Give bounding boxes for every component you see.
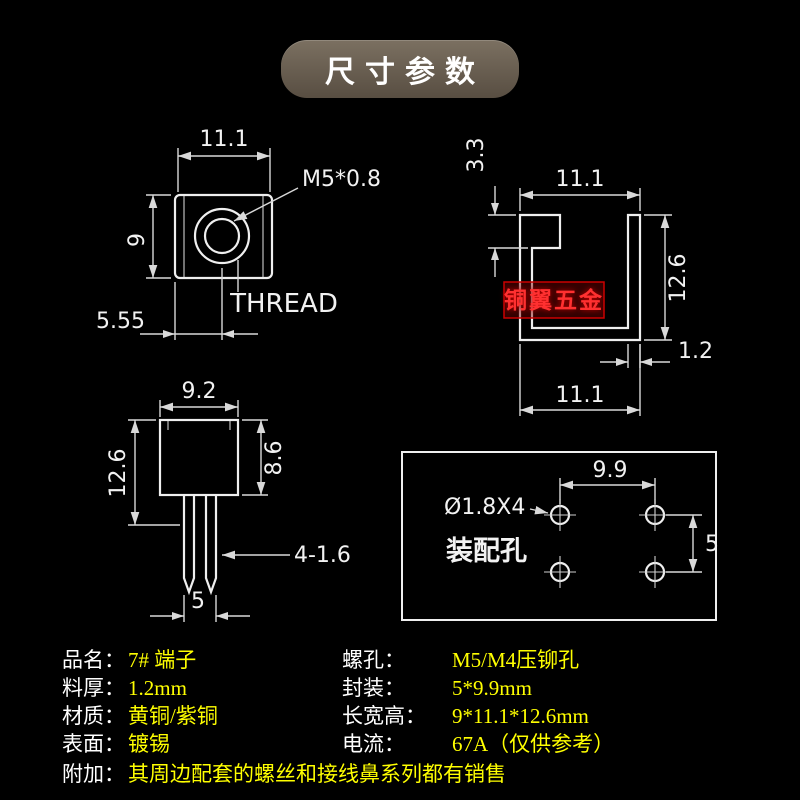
spec-label: 长宽高： bbox=[342, 704, 426, 728]
spec-row-surface: 表面： 镀锡 bbox=[62, 730, 342, 758]
dim-label: 12.6 bbox=[666, 254, 691, 303]
side-view-drawing: 3.3 11.1 12.6 1.2 11.1 bbox=[464, 138, 713, 416]
dim-label: 5.55 bbox=[96, 309, 145, 334]
dim-label: 12.6 bbox=[106, 449, 131, 498]
front-view-drawing: 9.2 12.6 8.6 4-1.6 5 bbox=[106, 379, 351, 622]
side-view-part bbox=[518, 213, 642, 342]
size-params-badge: 尺寸参数 bbox=[281, 40, 519, 98]
spec-label: 附加： bbox=[62, 762, 125, 786]
dim-label: 1.2 bbox=[678, 339, 713, 364]
watermark-text: 铜翼五金 bbox=[504, 287, 604, 313]
spec-label: 表面： bbox=[62, 732, 125, 756]
spec-column-right: 螺孔： M5/M4压铆孔 封装： 5*9.9mm 长宽高： 9*11.1*12.… bbox=[342, 646, 768, 758]
mount-hole bbox=[639, 499, 671, 531]
spec-value: 7# 端子 bbox=[128, 648, 197, 672]
spec-value: 其周边配套的螺丝和接线鼻系列都有销售 bbox=[128, 762, 506, 786]
panel-border bbox=[401, 451, 717, 621]
top-view-drawing: 11.1 9 5.55 M5*0.8 THREAD bbox=[96, 127, 381, 340]
dim-label: 3.3 bbox=[464, 138, 489, 173]
spec-label: 电流： bbox=[342, 732, 405, 756]
spec-row-dimensions: 长宽高： 9*11.1*12.6mm bbox=[342, 702, 768, 730]
mount-hole bbox=[639, 556, 671, 588]
hole-callout-label: Ø1.8X4 bbox=[444, 495, 525, 520]
spec-value: M5/M4压铆孔 bbox=[452, 648, 580, 672]
spec-column-left: 品名： 7# 端子 料厚： 1.2mm 材质： 黄铜/紫铜 表面： 镀锡 bbox=[62, 646, 342, 758]
pin-right bbox=[204, 495, 218, 596]
spec-value: 1.2mm bbox=[128, 676, 187, 700]
spec-row-current: 电流： 67A（仅供参考） bbox=[342, 730, 768, 758]
spec-label: 封装： bbox=[342, 676, 405, 700]
assembly-holes-label: 装配孔 bbox=[446, 536, 527, 567]
thread-hole-outer bbox=[193, 207, 251, 265]
dim-label: 9.2 bbox=[182, 379, 217, 404]
front-view-body bbox=[158, 418, 240, 497]
spec-row-thickness: 料厚： 1.2mm bbox=[62, 674, 342, 702]
spec-value: 9*11.1*12.6mm bbox=[452, 704, 589, 728]
spec-row-package: 封装： 5*9.9mm bbox=[342, 674, 768, 702]
spec-value: 镀锡 bbox=[128, 732, 170, 756]
spec-label: 螺孔： bbox=[342, 648, 405, 672]
dim-label: 8.6 bbox=[262, 441, 287, 476]
spec-row-additional: 附加： 其周边配套的螺丝和接线鼻系列都有销售 bbox=[62, 760, 768, 788]
spec-row-screw-hole: 螺孔： M5/M4压铆孔 bbox=[342, 646, 768, 674]
spec-row-material: 材质： 黄铜/紫铜 bbox=[62, 702, 342, 730]
technical-drawing-canvas: 11.1 9 5.55 M5*0.8 THREAD bbox=[96, 127, 719, 622]
mount-holes-panel: Ø1.8X4 装配孔 9.9 5 bbox=[401, 451, 719, 621]
spec-label: 料厚： bbox=[62, 676, 125, 700]
thread-text-label: THREAD bbox=[229, 289, 338, 319]
mount-hole bbox=[544, 556, 576, 588]
spec-value: 黄铜/紫铜 bbox=[128, 704, 218, 728]
dim-label: 5 bbox=[191, 589, 205, 614]
thread-callout-label: M5*0.8 bbox=[302, 167, 381, 192]
spec-label: 材质： bbox=[62, 704, 125, 728]
dim-label: 11.1 bbox=[556, 167, 605, 192]
thread-hole-inner bbox=[203, 217, 241, 255]
watermark: 铜翼五金 bbox=[503, 281, 605, 319]
spec-value: 5*9.9mm bbox=[452, 676, 532, 700]
dim-label: 9 bbox=[125, 233, 150, 247]
dim-label: 5 bbox=[705, 532, 719, 557]
top-view-part bbox=[173, 193, 274, 280]
spec-row-product-name: 品名： 7# 端子 bbox=[62, 646, 342, 674]
spec-label: 品名： bbox=[62, 648, 125, 672]
mount-hole bbox=[544, 499, 576, 531]
pins-callout-label: 4-1.6 bbox=[294, 543, 351, 568]
dim-label: 11.1 bbox=[556, 383, 605, 408]
spec-value: 67A（仅供参考） bbox=[452, 732, 615, 756]
size-params-badge-label: 尺寸参数 bbox=[325, 56, 485, 89]
dim-label: 11.1 bbox=[200, 127, 249, 152]
pin-left bbox=[182, 495, 196, 596]
spec-table: 品名： 7# 端子 料厚： 1.2mm 材质： 黄铜/紫铜 表面： 镀锡 bbox=[62, 646, 768, 788]
dim-label: 9.9 bbox=[593, 458, 628, 483]
